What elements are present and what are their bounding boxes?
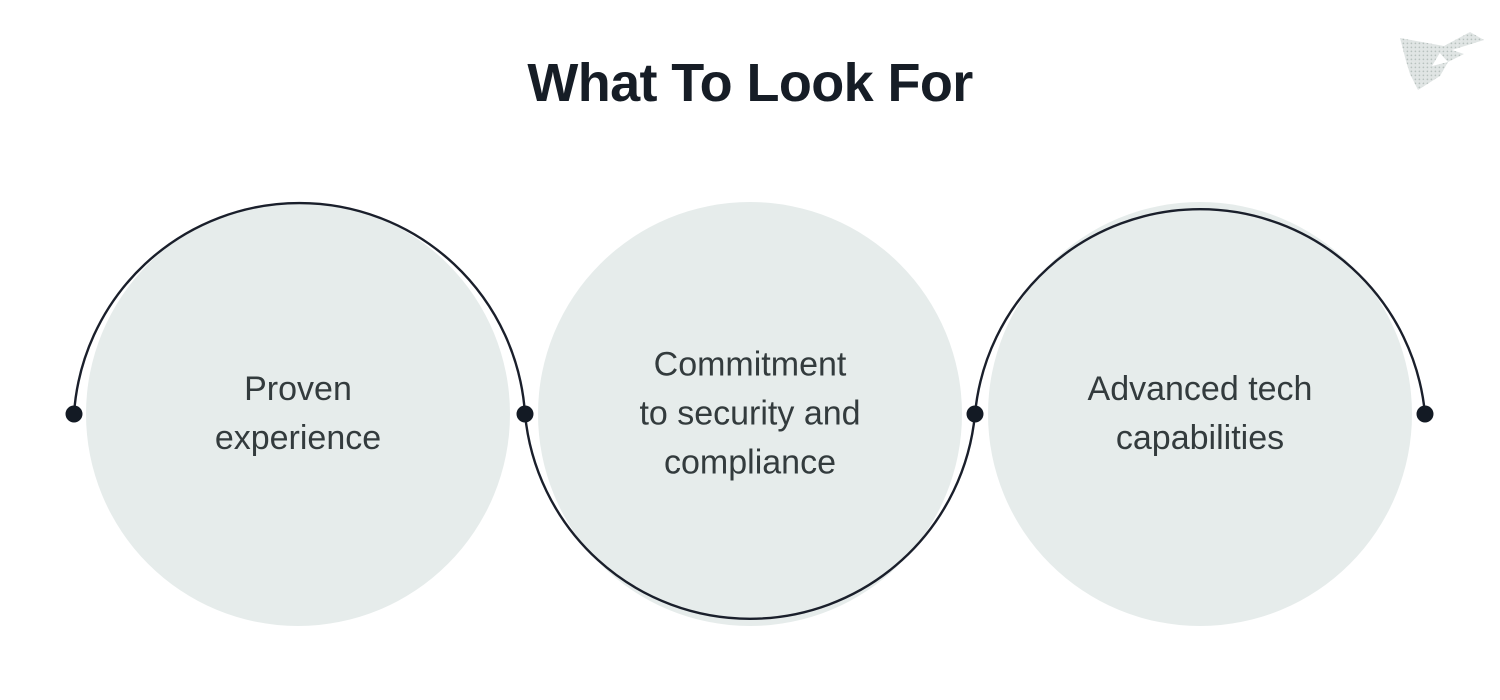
connector-dot-2 (516, 405, 534, 423)
serpentine-connector (72, 201, 1427, 620)
bird-shape (1400, 32, 1484, 90)
connector-dot-3 (966, 405, 984, 423)
origami-bird-logo (1382, 18, 1488, 96)
node-circle-3 (988, 202, 1412, 626)
connector-dot-4 (1416, 405, 1434, 423)
node-circle-2 (538, 202, 962, 626)
node-circle-1 (86, 202, 510, 626)
connector-dot-1 (65, 405, 83, 423)
page-title: What To Look For (527, 53, 973, 113)
